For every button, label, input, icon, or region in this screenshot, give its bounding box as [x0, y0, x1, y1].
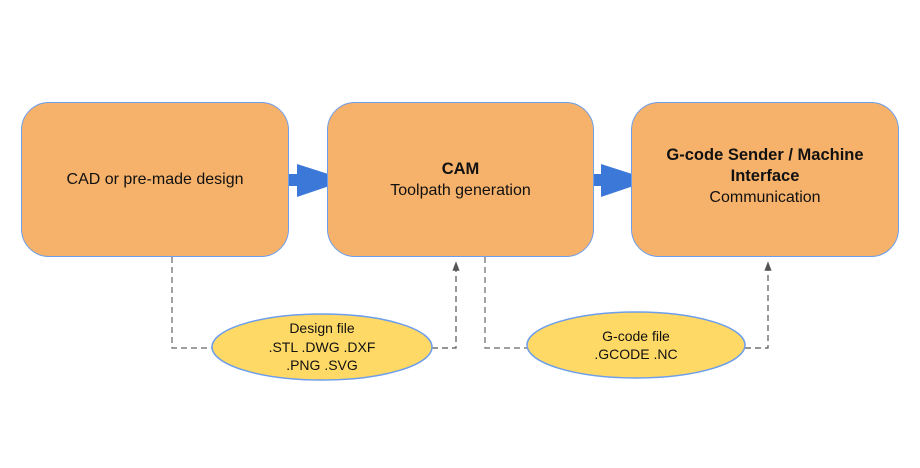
- flow-arrow-2: [594, 164, 651, 197]
- connector-gcode-file-to-sender: [745, 261, 772, 349]
- connector-cad-to-design-file: [171, 257, 213, 349]
- stage-cam-title: CAM: [441, 159, 480, 178]
- artifact-gcode-file-shape: [526, 311, 746, 379]
- stage-cad-label: CAD or pre-made design: [66, 171, 244, 188]
- artifact-gcode-file-name: G-code file: [602, 327, 670, 344]
- artifact-design-file-shape: [211, 313, 433, 381]
- stage-cam-subtitle: Toolpath generation: [390, 181, 531, 199]
- artifact-design-file-name: Design file: [289, 320, 355, 337]
- artifact-design-file-ext-2: .PNG .SVG: [286, 357, 358, 374]
- artifact-design-file: Design file .STL .DWG .DXF .PNG .SVG: [212, 314, 432, 380]
- artifact-design-file-ext-1: .STL .DWG .DXF: [268, 338, 376, 355]
- connector-cam-to-gcode-file: [484, 257, 527, 349]
- stage-gcode-sender: G-code Sender / Machine Interface Commun…: [631, 102, 899, 257]
- stage-cam: CAM Toolpath generation: [327, 102, 594, 257]
- stage-gcode-sender-title: G-code Sender / Machine Interface: [666, 146, 864, 185]
- artifact-gcode-file: G-code file .GCODE .NC: [527, 312, 745, 378]
- stage-gcode-sender-subtitle: Communication: [709, 189, 821, 206]
- artifact-gcode-file-ext: .GCODE .NC: [594, 346, 678, 362]
- flow-arrow-1: [289, 164, 347, 197]
- connector-design-file-to-cam: [432, 261, 460, 349]
- stage-cad: CAD or pre-made design: [21, 102, 289, 257]
